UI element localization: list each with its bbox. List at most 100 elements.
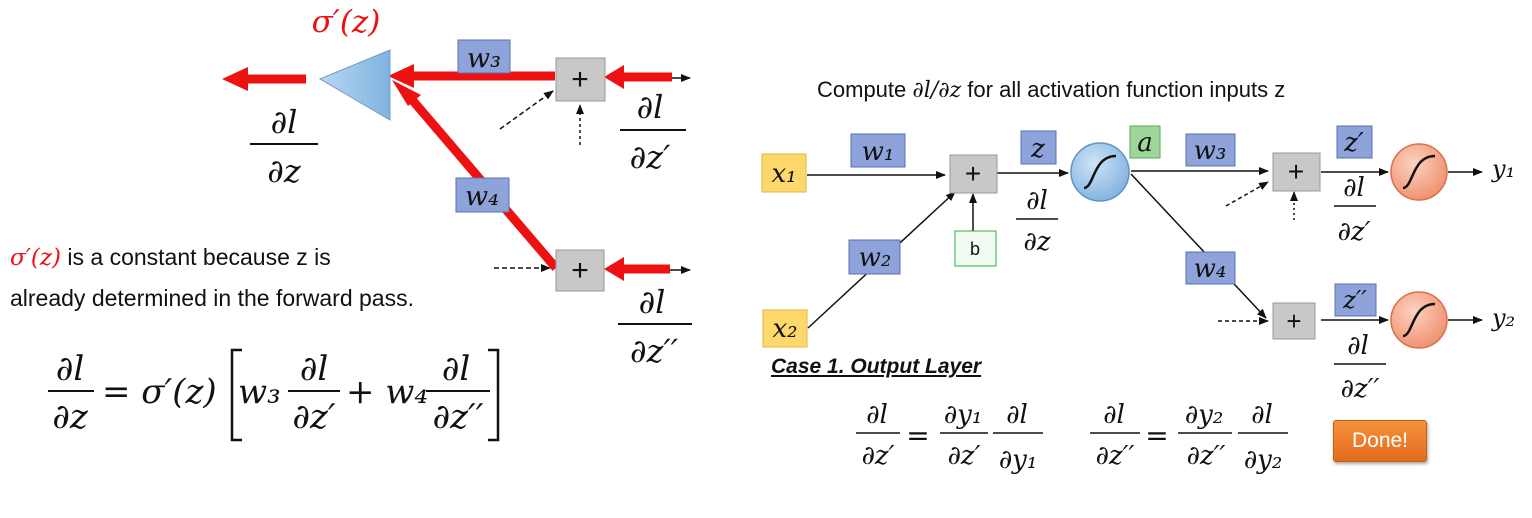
done-button[interactable]: Done! — [1333, 420, 1427, 462]
output-eq2: ∂l ∂z′′ = ∂y₂ ∂z′′ ∂l ∂y₂ — [1090, 400, 1288, 475]
right-grad-dz2: ∂l ∂z′′ — [1334, 331, 1386, 404]
input-x2-box — [762, 309, 808, 348]
sigmoid-out1-icon — [1402, 154, 1436, 190]
sum-node-out2 — [1272, 302, 1316, 340]
w3-box — [457, 39, 511, 74]
a-label: a — [1137, 128, 1153, 158]
constant-note-line1-text: is a constant because z is — [61, 244, 331, 270]
sigma-derivative-label: σ′(z) — [312, 4, 381, 40]
right-grad-dz-den: ∂z — [1023, 227, 1050, 257]
eq1-equals: = — [906, 419, 929, 452]
formula-right-bracket — [488, 348, 500, 442]
backprop-formula: ∂l ∂z = σ′(z) w₃ ∂l ∂z′ + w₄ ∂l ∂z′′ — [48, 348, 500, 442]
gradient-arrowhead-in1 — [604, 65, 624, 89]
constant-note-sigma: σ′(z) — [10, 245, 61, 271]
dashed-input-sum1 — [1225, 181, 1269, 207]
sum-node-out1 — [1272, 152, 1321, 192]
sum-node-out1-symbol: + — [1288, 156, 1304, 187]
sum-node-out2-symbol: + — [1286, 306, 1301, 336]
dashed-input-arrow-1 — [499, 90, 554, 130]
right-title-prefix: Compute — [817, 77, 913, 102]
right-title-suffix: for all activation function inputs z — [961, 77, 1286, 102]
z2-label: z′′ — [1342, 286, 1367, 314]
eq2-r2-den: ∂y₂ — [1244, 445, 1283, 475]
sigmoid-out2-node — [1390, 291, 1448, 349]
formula-lhs-num: ∂l — [56, 349, 84, 389]
z-label: z — [1030, 134, 1045, 164]
formula-left-bracket — [230, 348, 242, 442]
eq1-lhs-den: ∂z′ — [861, 441, 894, 471]
w4-label: w₄ — [465, 181, 499, 212]
grad-dz2-fraction: ∂l ∂z′′ — [618, 283, 692, 370]
left-panel: σ′(z) w₃ w₄ + + ∂l — [48, 4, 692, 442]
formula-t1-num: ∂l — [300, 349, 328, 389]
sigmoid-out1-node — [1390, 143, 1448, 201]
input-x1-box — [761, 153, 807, 193]
formula-plus-w4: + w₄ — [346, 372, 428, 412]
eq1-r1-num: ∂y₁ — [944, 400, 983, 430]
input-x2-label: x₂ — [772, 314, 797, 344]
formula-t2-num: ∂l — [442, 349, 470, 389]
right-title-math: ∂l/∂z — [912, 78, 962, 103]
right-grad-dz: ∂l ∂z — [1016, 186, 1058, 257]
grad-dz1-den: ∂z′ — [630, 138, 671, 176]
gradient-arrowhead-w4 — [392, 80, 421, 106]
sigmoid-hidden-node — [1070, 142, 1130, 202]
z2-box — [1334, 283, 1377, 317]
eq2-r2-num: ∂l — [1251, 400, 1273, 430]
eq1-r2-num: ∂l — [1006, 400, 1028, 430]
w4-label: w₄ — [1194, 254, 1227, 284]
eq1-r2-den: ∂y₁ — [999, 445, 1038, 475]
sum-node-2 — [555, 249, 605, 292]
w1-label: w₁ — [862, 137, 895, 167]
eq1-lhs-num: ∂l — [866, 400, 888, 430]
output-y1-label: y₁ — [1491, 155, 1515, 183]
sigmoid-hidden-icon — [1083, 154, 1117, 190]
w4-box — [455, 177, 510, 213]
sum-node-hidden-symbol: + — [965, 158, 981, 189]
w4-box — [1185, 251, 1236, 285]
right-title: Compute ∂l/∂z for all activation functio… — [817, 77, 1285, 103]
bias-box — [954, 230, 997, 267]
right-grad-dz1: ∂l ∂z′ — [1334, 173, 1376, 247]
right-grad-dz-num: ∂l — [1026, 186, 1048, 216]
gradient-arrowhead-out — [222, 67, 248, 91]
sum-node-1 — [555, 57, 606, 102]
right-grad-dz1-num: ∂l — [1343, 173, 1365, 203]
right-panel: x₁ x₂ w₁ w₂ w₃ w₄ + b z ∂l ∂z a — [761, 125, 1515, 475]
w1-box — [850, 133, 906, 168]
eq1-r1-den: ∂z′ — [947, 441, 980, 471]
formula-w3: w₃ — [238, 372, 281, 412]
output-eq1: ∂l ∂z′ = ∂y₁ ∂z′ ∂l ∂y₁ — [856, 400, 1043, 475]
sum-node-1-symbol: + — [571, 63, 589, 96]
eq2-lhs-num: ∂l — [1103, 400, 1125, 430]
bias-label: b — [970, 239, 980, 259]
constant-note-line1: σ′(z) is a constant because z is — [10, 244, 331, 271]
grad-dz-num: ∂l — [271, 103, 298, 141]
w3-label: w₃ — [1194, 136, 1227, 166]
eq2-lhs-den: ∂z′′ — [1096, 441, 1135, 471]
formula-lhs-den: ∂z — [52, 397, 89, 437]
formula-t2-den: ∂z′′ — [433, 397, 484, 437]
right-grad-dz2-num: ∂l — [1347, 331, 1369, 361]
z-box — [1020, 130, 1057, 165]
gradient-arrowhead-in2 — [604, 257, 624, 281]
w2-box — [848, 239, 901, 275]
edge-a-sum2 — [1130, 173, 1267, 319]
z1-label: z′ — [1343, 128, 1364, 158]
activation-triangle — [318, 49, 391, 121]
eq2-equals: = — [1145, 419, 1168, 452]
w2-label: w₂ — [859, 243, 892, 273]
right-grad-dz1-den: ∂z′ — [1337, 217, 1370, 247]
formula-sigma: = σ′(z) — [102, 372, 217, 412]
eq2-r1-num: ∂y₂ — [1185, 400, 1224, 430]
a-box — [1129, 125, 1161, 159]
w3-label: w₃ — [467, 43, 501, 74]
right-grad-dz2-den: ∂z′′ — [1341, 374, 1380, 404]
formula-t1-den: ∂z′ — [292, 397, 335, 437]
sigmoid-out2-icon — [1402, 302, 1436, 338]
grad-dz1-fraction: ∂l ∂z′ — [620, 88, 686, 176]
gradient-arrowhead-w3 — [388, 64, 414, 88]
z1-box — [1336, 125, 1373, 159]
